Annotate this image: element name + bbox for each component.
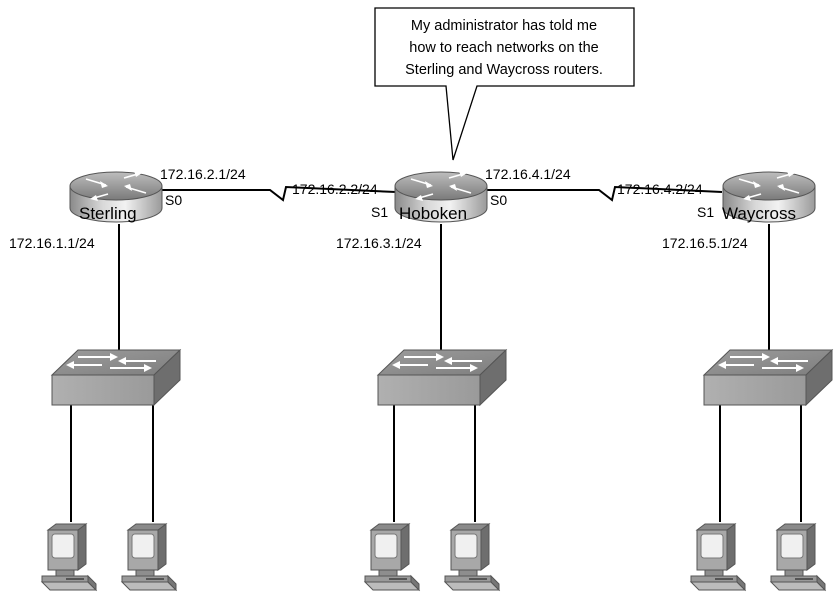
pc-icon [770,523,826,591]
serial-link-sterling-hoboken [162,185,397,202]
callout-line-1: My administrator has told me [411,18,597,34]
waycross-s1-ip: 172.16.4.2/24 [617,181,703,197]
callout-line-3: Sterling and Waycross routers. [405,62,603,78]
pc-icon [444,523,500,591]
router-name-waycross: Waycross [722,204,796,223]
pc-icon [364,523,420,591]
switch-icon [51,349,181,406]
callout-line-2: how to reach networks on the [409,40,598,56]
router-name-sterling: Sterling [79,204,137,223]
hoboken-s0-ip: 172.16.4.1/24 [485,166,571,182]
hoboken-s1-ip: 172.16.2.2/24 [292,181,378,197]
hoboken-s1-label: S1 [371,204,388,220]
pc-icon [690,523,746,591]
waycross-lan-ip: 172.16.5.1/24 [662,235,748,251]
waycross-s1-label: S1 [697,204,714,220]
sterling-s0-label: S0 [165,192,182,208]
router-name-hoboken: Hoboken [399,204,467,223]
callout-bubble [374,7,635,161]
serial-link-hoboken-waycross [486,185,723,202]
pc-icon [121,523,177,591]
sterling-s0-ip: 172.16.2.1/24 [160,166,246,182]
hoboken-lan-ip: 172.16.3.1/24 [336,235,422,251]
switch-icon [377,349,507,406]
switch-icon [703,349,833,406]
sterling-lan-ip: 172.16.1.1/24 [9,235,95,251]
pc-icon [41,523,97,591]
hoboken-s0-label: S0 [490,192,507,208]
lan-links [70,224,802,522]
